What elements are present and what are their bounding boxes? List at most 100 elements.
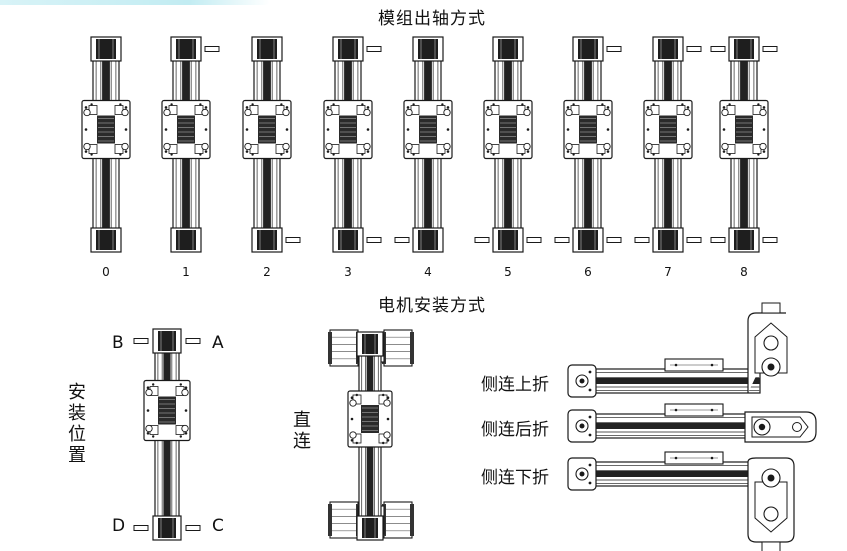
mount-hole <box>285 128 289 131</box>
mount-hole <box>412 153 415 156</box>
motor-body <box>329 329 359 367</box>
output-shaft <box>554 237 570 243</box>
mount-hole <box>757 103 760 106</box>
mount-hole <box>245 128 249 131</box>
fold-axle <box>758 423 766 431</box>
mount-hole <box>386 396 390 400</box>
slider-bolt <box>603 108 611 117</box>
mount-hole <box>146 409 150 412</box>
corner-label-b: B <box>112 333 124 353</box>
slider-bolt <box>443 108 451 117</box>
mount-hole <box>355 393 358 397</box>
mount-hole <box>521 103 524 106</box>
position-label-8: 8 <box>740 265 748 279</box>
end-cap-core <box>176 230 196 250</box>
slider-bolt <box>674 456 678 460</box>
mount-hole <box>406 106 410 109</box>
shaft-output-title: 模组出轴方式 <box>378 9 486 29</box>
position-label-2: 2 <box>263 265 271 279</box>
slider-bolt <box>721 108 729 117</box>
slider-bolt <box>710 456 714 460</box>
mount-hole <box>441 103 444 106</box>
output-shaft <box>185 525 201 531</box>
shaft-module-0 <box>81 36 131 253</box>
corner-label-d: D <box>112 516 126 536</box>
corner-label-a: A <box>212 333 224 353</box>
mount-hole <box>486 128 490 131</box>
slider-bolt <box>349 399 357 407</box>
end-cap-screw <box>588 415 592 419</box>
motor-flange <box>761 302 781 314</box>
install-position-label: 安装位置 <box>68 382 86 466</box>
mount-hole <box>492 153 495 156</box>
mount-hole <box>332 103 335 106</box>
mount-hole <box>332 153 335 156</box>
slider-core <box>258 115 276 144</box>
mount-hole <box>446 128 450 131</box>
mount-hole <box>526 106 530 109</box>
mount-hole <box>722 150 726 153</box>
mount-hole <box>757 153 760 156</box>
mount-hole <box>245 106 249 109</box>
position-label-4: 4 <box>424 265 432 279</box>
slider-bolt <box>201 108 209 117</box>
end-cap-core <box>498 39 518 59</box>
mount-hole <box>486 150 490 153</box>
shaft-module-6 <box>554 36 622 253</box>
end-cap-core <box>338 230 358 250</box>
mount-hole <box>601 153 604 156</box>
slider-bolt <box>759 142 767 151</box>
end-cap-core <box>96 230 116 250</box>
slider-bolt <box>759 108 767 117</box>
end-cap-axle <box>579 378 585 384</box>
direct-connect-label: 直连 <box>293 410 311 452</box>
end-cap-core <box>257 39 277 59</box>
shaft-module-2 <box>242 36 301 253</box>
slider-bolt <box>83 142 91 151</box>
mount-hole <box>164 150 168 153</box>
mount-hole <box>606 106 610 109</box>
position-label-0: 0 <box>102 265 110 279</box>
mount-hole <box>728 103 731 106</box>
mount-hole <box>386 417 390 421</box>
mount-hole <box>722 128 726 131</box>
slider-bolt <box>383 399 391 407</box>
mount-hole <box>124 106 128 109</box>
mount-hole <box>184 409 188 412</box>
motor-install-title: 电机安装方式 <box>378 296 486 316</box>
mount-hole <box>350 417 354 421</box>
slider-bolt <box>710 363 714 367</box>
end-cap-core <box>96 39 116 59</box>
shaft-module-3 <box>323 36 382 253</box>
mount-hole <box>406 150 410 153</box>
slider-bolt <box>145 424 153 433</box>
mount-hole <box>84 150 88 153</box>
position-label-7: 7 <box>664 265 672 279</box>
motor-body <box>383 501 413 539</box>
mount-hole <box>646 106 650 109</box>
slider-core <box>499 115 517 144</box>
shaft-module-8 <box>710 36 778 253</box>
mount-hole <box>762 150 766 153</box>
motor-flange <box>761 541 781 551</box>
slider-core <box>177 115 195 144</box>
mount-hole <box>412 103 415 106</box>
end-cap-core <box>658 39 678 59</box>
output-shaft <box>133 338 149 344</box>
fold-pulley <box>763 335 779 351</box>
mount-hole <box>361 103 364 106</box>
mount-hole <box>762 128 766 131</box>
mount-hole <box>492 103 495 106</box>
output-shaft <box>285 237 301 243</box>
slider-bolt <box>383 431 391 439</box>
output-shaft <box>185 338 201 344</box>
end-cap-core <box>257 230 277 250</box>
slider-bolt <box>121 108 129 117</box>
side-connect-up-module <box>567 302 788 398</box>
mount-hole <box>90 153 93 156</box>
slider-bolt <box>405 142 413 151</box>
motor-body <box>383 329 413 367</box>
mount-hole <box>382 441 385 445</box>
slider-core <box>419 115 437 144</box>
slider-bolt <box>181 388 189 397</box>
